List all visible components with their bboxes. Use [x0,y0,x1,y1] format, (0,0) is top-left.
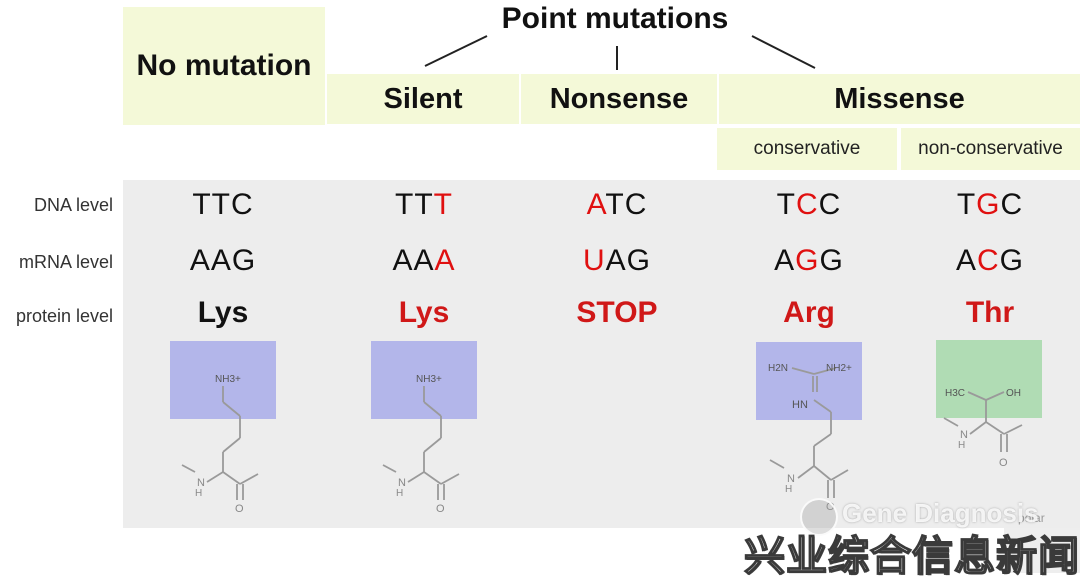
header-silent-label: Silent [383,82,463,115]
thr-backbone-h: H [958,440,965,451]
arg-h2n: H2N [768,363,788,374]
lys-sidechain-box-2 [371,341,477,419]
mrna-base: A [774,244,796,277]
connector-silent [424,35,488,67]
header-nonsense: Nonsense [521,74,717,124]
header-no-mutation-label: No mutation [136,49,312,82]
mrna-base: A [189,244,211,277]
header-conservative: conservative [717,128,897,170]
lysine-structure-1: NH3+ N H O [181,374,259,515]
header-missense: Missense [719,74,1080,124]
lys-sidechain-box-1 [170,341,276,419]
arg-backbone-h: H [785,484,792,495]
mrna-base: A [434,244,456,277]
header-no-mutation: No mutation [123,7,325,125]
dna-base: T [395,188,415,221]
mrna-base: A [392,244,414,277]
lys2-backbone-n: N [398,477,406,489]
lysine-structure-2: NH3+ N H O [382,374,460,515]
mrna-codon-2: AAA [364,244,484,278]
header-missense-label: Missense [834,82,965,115]
lys2-backbone-h: H [396,488,403,499]
header-connector-lines [424,35,816,70]
thr-backbone-o: O [999,457,1008,469]
mrna-base: G [999,244,1025,277]
dna-base: T [211,188,231,221]
mrna-base: A [955,244,977,277]
header-nonsense-label: Nonsense [549,82,689,115]
lys1-backbone-h: H [195,488,202,499]
mrna-codon-1: AAG [163,244,283,278]
dna-base: T [192,188,212,221]
dna-codon-1: TTC [163,188,283,222]
protein-3: STOP [576,296,658,329]
row-label-dna: DNA level [33,195,113,215]
row-label-protein: protein level [15,306,113,326]
polar-label: polar [1018,511,1045,525]
dna-codon-4: TCC [749,188,869,222]
mrna-codon-3: UAG [557,244,677,278]
mrna-codon-5: ACG [930,244,1050,278]
thr-backbone-n: N [960,429,968,441]
dna-base: A [586,188,606,221]
lys2-backbone-o: O [436,503,445,515]
arg-backbone-n: N [787,473,795,485]
dna-codon-5: TGC [930,188,1050,222]
header-non-conservative-label: non-conservative [918,138,1063,159]
watermark-chinese: 兴业综合信息新闻网 [743,532,1080,580]
watermark-english: Gene Diagnosis [842,498,1039,528]
protein-2: Lys [398,296,450,329]
thr-sidechain-box [936,340,1042,418]
header-non-conservative: non-conservative [901,128,1080,170]
dna-base: C [818,188,842,221]
mrna-base: G [626,244,652,277]
threonine-structure: H3C OH N H O [943,388,1023,469]
header-conservative-label: conservative [753,138,861,159]
mrna-base: A [210,244,232,277]
dna-base: T [414,188,434,221]
mrna-base: A [605,244,627,277]
mrna-base: C [977,244,1000,277]
mrna-base: G [795,244,820,277]
mrna-base: G [819,244,844,277]
thr-ch3: H3C [945,388,965,399]
protein-1: Lys [197,296,249,329]
protein-4: Arg [783,296,835,329]
table-background-right-strip [1004,528,1080,573]
dna-codon-3: ATC [557,188,677,222]
lys1-backbone-n: N [197,477,205,489]
dna-base: T [956,188,977,221]
dna-base: G [976,188,1001,221]
header-point-mutations-title: Point mutations [501,2,729,35]
arg-nh2: NH2+ [826,363,852,374]
lys1-nh3: NH3+ [215,374,241,385]
arg-hn: HN [792,399,808,411]
row-label-mrna: mRNA level [18,252,113,272]
thr-oh: OH [1006,388,1021,399]
protein-5: Thr [965,296,1015,329]
dna-codon-2: TTT [364,188,484,222]
watermark-logo-icon [800,498,838,536]
mrna-codon-4: AGG [749,244,869,278]
header-silent: Silent [327,74,519,124]
dna-base: C [795,188,819,221]
dna-base: C [230,188,254,221]
table-background [123,180,1080,528]
dna-base: C [624,188,648,221]
lys2-nh3: NH3+ [416,374,442,385]
arg-sidechain-box [756,342,862,420]
arginine-structure: H2N NH2+ HN N H O [768,363,852,513]
dna-base: T [605,188,625,221]
dna-base: C [1000,188,1024,221]
lys1-backbone-o: O [235,503,244,515]
mrna-base: U [582,244,606,277]
dna-base: T [776,188,796,221]
dna-base: T [433,188,453,221]
mrna-base: G [231,244,257,277]
connector-missense [751,35,816,69]
mrna-base: A [413,244,435,277]
